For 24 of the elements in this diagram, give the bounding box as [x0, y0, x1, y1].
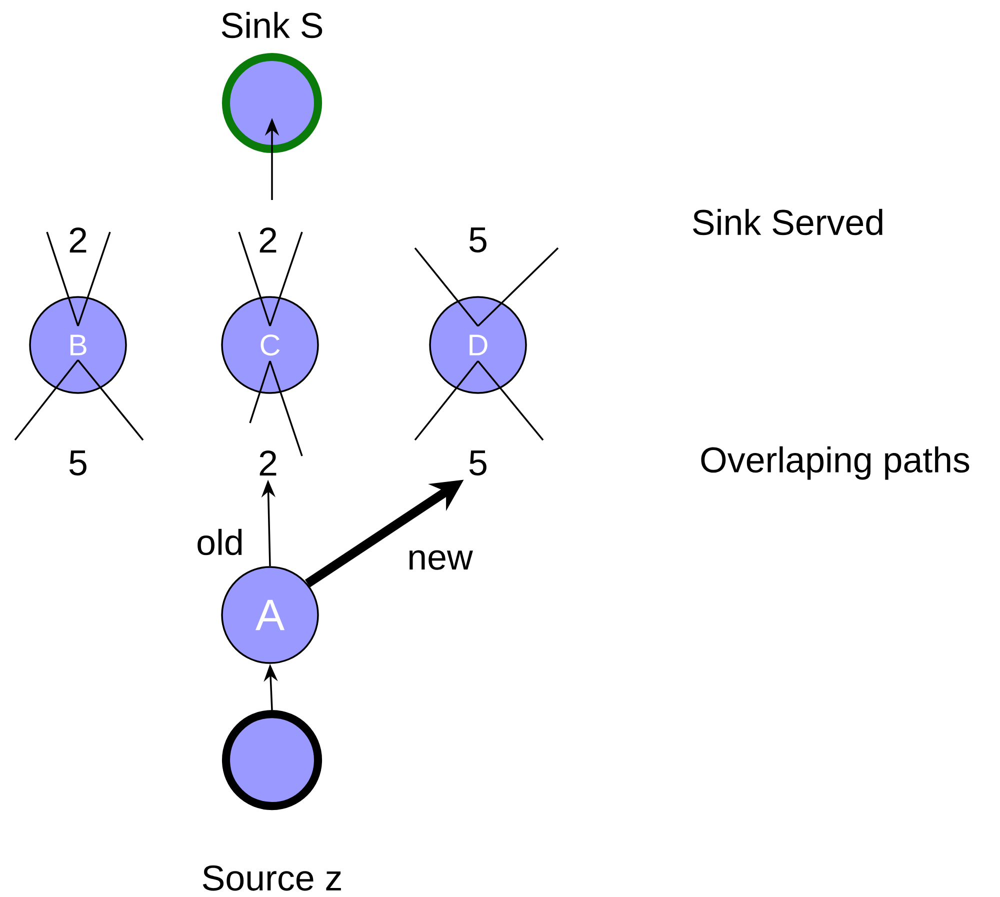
path-line [269, 232, 303, 326]
path-line [414, 360, 479, 441]
number-label: 5 [469, 228, 486, 252]
number-label: 2 [260, 228, 276, 253]
annotation-text: Overlaping paths [701, 446, 970, 480]
number-label: 2 [260, 450, 276, 476]
path-line [414, 247, 479, 327]
path-line [46, 232, 79, 326]
node-label: Sink S [222, 12, 322, 38]
edge-label: new [404, 546, 476, 574]
number-label: 2 [70, 228, 86, 253]
node-label: Source z [202, 865, 341, 891]
edge-label: old [192, 525, 248, 559]
path-line [249, 360, 271, 424]
path-line [477, 247, 559, 327]
path-line [77, 232, 111, 326]
path-line [269, 360, 303, 456]
path-line [14, 359, 79, 441]
path-line [477, 360, 544, 441]
path-line [238, 232, 271, 326]
path-line [77, 359, 144, 441]
number-label: 5 [469, 450, 486, 476]
number-label: 5 [69, 450, 86, 476]
annotation-text: Sink Served [693, 208, 882, 236]
